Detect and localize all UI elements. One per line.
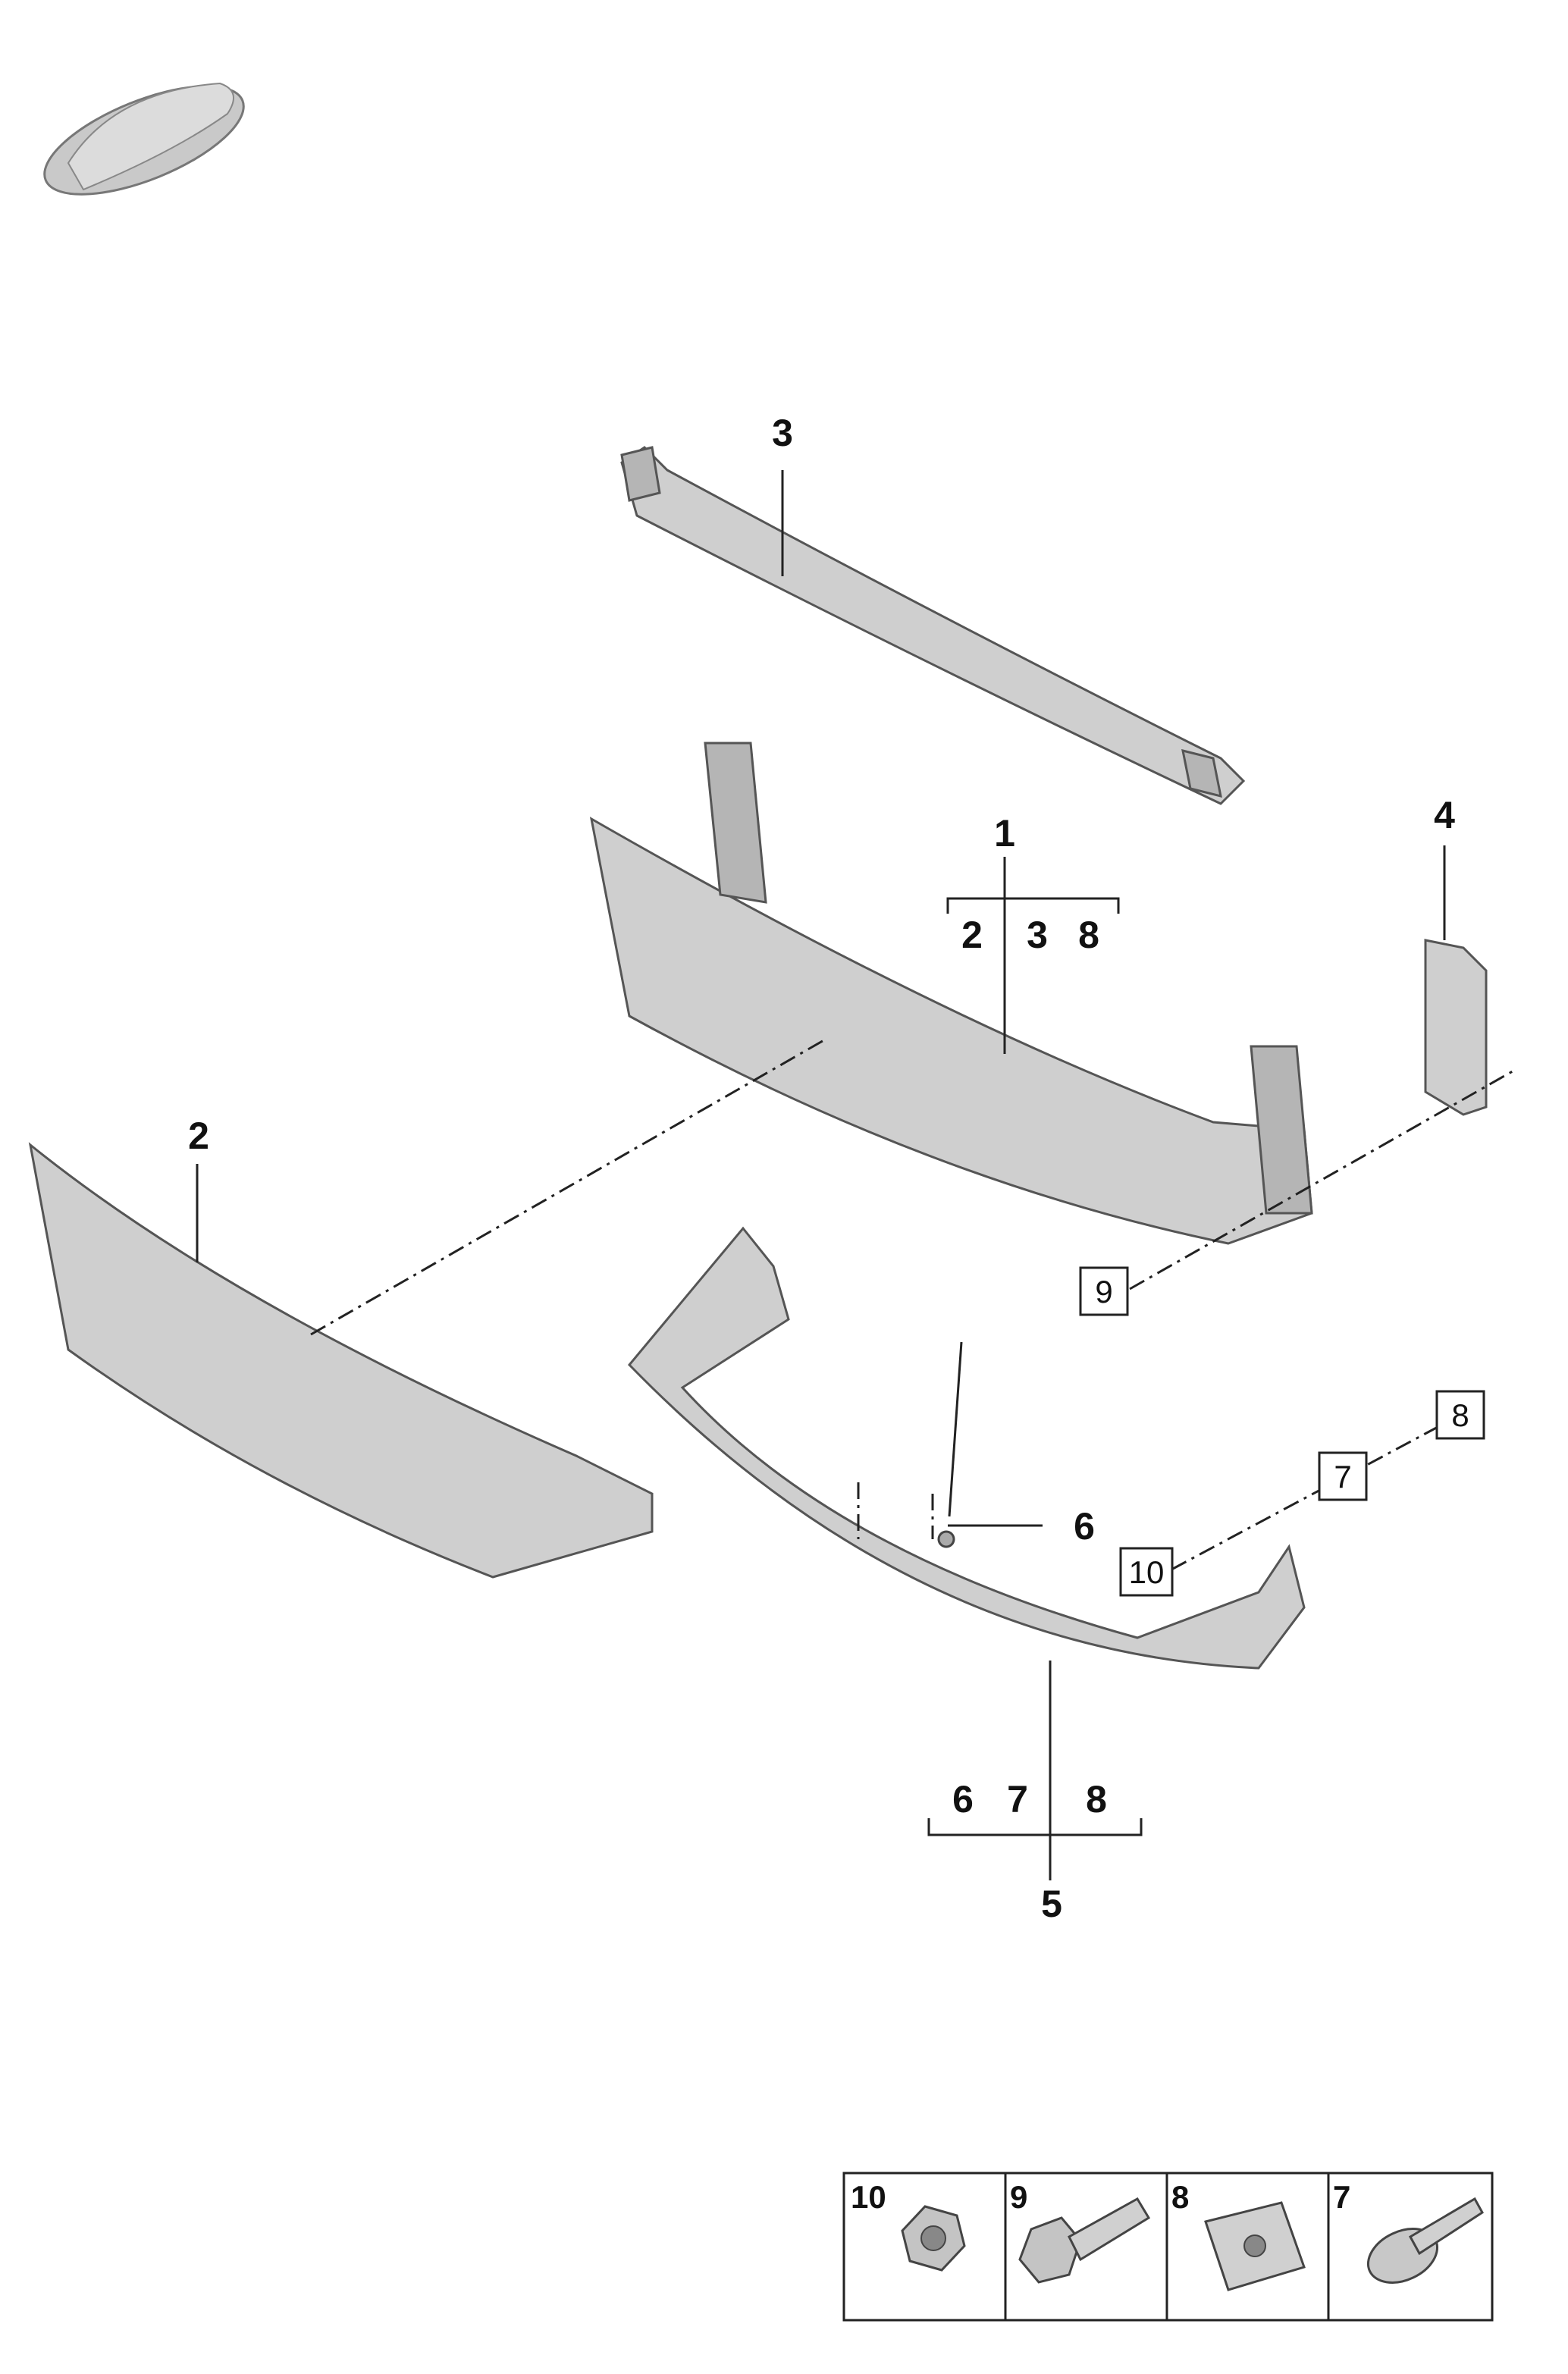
hardware-legend: 10 9 8 7	[842, 2172, 1494, 2322]
callout-1-sub-a: 2	[961, 914, 983, 956]
axis-2-to-1	[310, 1037, 827, 1336]
callout-2: 2	[188, 1115, 209, 1157]
vehicle-thumbnail-icon	[43, 82, 245, 196]
callout-4: 4	[1434, 794, 1455, 836]
boxed-ref-10: 10	[1119, 1547, 1174, 1597]
bumper-carrier	[589, 742, 1313, 1245]
upper-mounting-rail	[620, 446, 1246, 805]
legend-number-7: 7	[1333, 2179, 1350, 2215]
legend-number-9: 9	[1010, 2179, 1027, 2215]
energy-absorber	[28, 1142, 654, 1579]
lower-rail	[627, 1226, 1306, 1670]
axis-9-to-4	[1129, 1068, 1517, 1290]
svg-text:9: 9	[1095, 1274, 1112, 1309]
callout-1-sub-c: 8	[1078, 914, 1099, 956]
bracket-5	[927, 1818, 1143, 1836]
callout-3: 3	[772, 412, 793, 454]
svg-text:10: 10	[1129, 1554, 1165, 1590]
callout-5-sub-a: 6	[952, 1778, 974, 1820]
bracket-1	[946, 897, 1120, 914]
callout-1-sub-b: 3	[1027, 914, 1048, 956]
boxed-ref-9: 9	[1079, 1266, 1129, 1316]
legend-number-8: 8	[1171, 2179, 1189, 2215]
impact-pad	[1424, 939, 1488, 1116]
hex-nut-icon	[901, 2205, 966, 2272]
boxed-ref-8: 8	[1435, 1390, 1485, 1440]
svg-text:7: 7	[1334, 1459, 1351, 1494]
callout-5-sub-b: 7	[1007, 1778, 1028, 1820]
callout-6: 6	[1074, 1505, 1095, 1548]
legend-number-10: 10	[851, 2179, 886, 2215]
hex-bolt-icon	[1018, 2197, 1151, 2284]
callout-5-sub-c: 8	[1086, 1778, 1107, 1820]
clip-nut-icon	[1204, 2201, 1306, 2291]
callout-5: 5	[1041, 1883, 1062, 1925]
axis-10-to-8	[1171, 1424, 1441, 1571]
callout-1: 1	[994, 812, 1015, 855]
screw-icon	[1366, 2197, 1484, 2284]
boxed-ref-7: 7	[1318, 1451, 1368, 1501]
svg-text:8: 8	[1451, 1397, 1469, 1433]
cable-clip	[937, 1341, 963, 1548]
